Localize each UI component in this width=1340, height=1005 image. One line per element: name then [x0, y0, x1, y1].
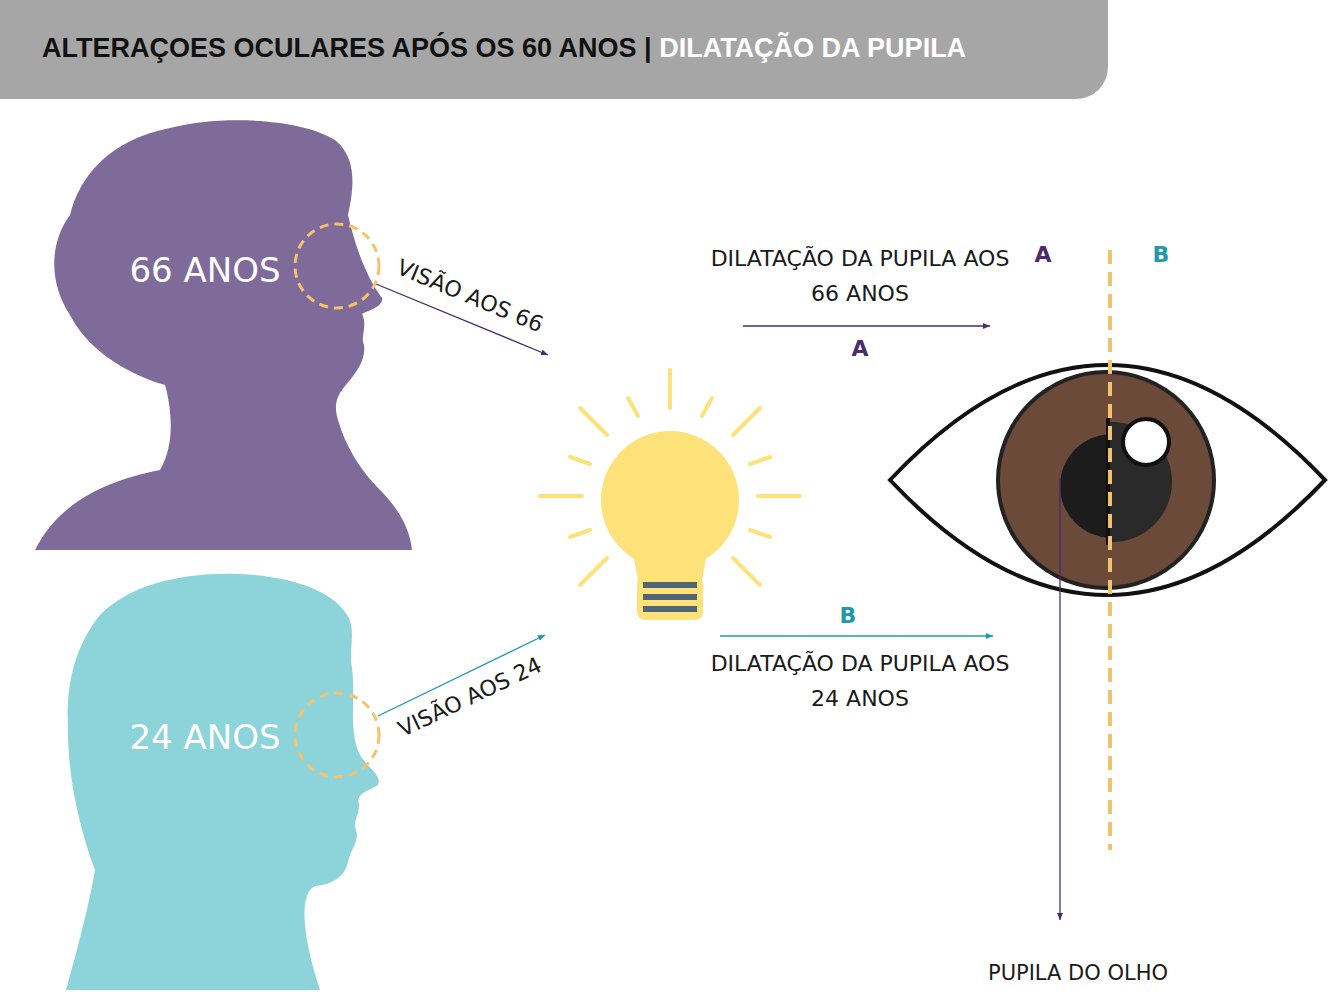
eye [890, 365, 1325, 595]
vision-text: VISÃO AOS 24 [392, 648, 548, 747]
age-label: 24 ANOS [129, 717, 280, 757]
silhouette-shape [30, 115, 420, 555]
dilatation-text: DILATAÇÃO DA PUPILA AOS 66 ANOS [710, 241, 1010, 311]
arrow-line [743, 325, 990, 326]
page-title: ALTERAÇOES OCULARES APÓS OS 60 ANOS | DI… [42, 33, 966, 64]
arrow-line [720, 635, 993, 636]
leader-line [1059, 478, 1060, 920]
divider-line [1108, 250, 1112, 850]
age-label: 66 ANOS [129, 250, 280, 290]
dilatation-text: DILATAÇÃO DA PUPILA AOS 24 ANOS [710, 646, 1010, 716]
light-bulb [540, 370, 800, 620]
pupil-label: PUPILA DO OLHO [988, 957, 1168, 991]
marker-letter: A [1034, 237, 1051, 272]
marker-letter: B [840, 598, 857, 633]
head-silhouette: 66 ANOS [30, 115, 420, 555]
marker-letter: B [1153, 237, 1170, 272]
silhouette-shape [60, 568, 390, 1000]
vision-text: VISÃO AOS 66 [391, 250, 548, 342]
head-silhouette: 24 ANOS [60, 568, 390, 1000]
marker-letter: A [851, 331, 868, 366]
